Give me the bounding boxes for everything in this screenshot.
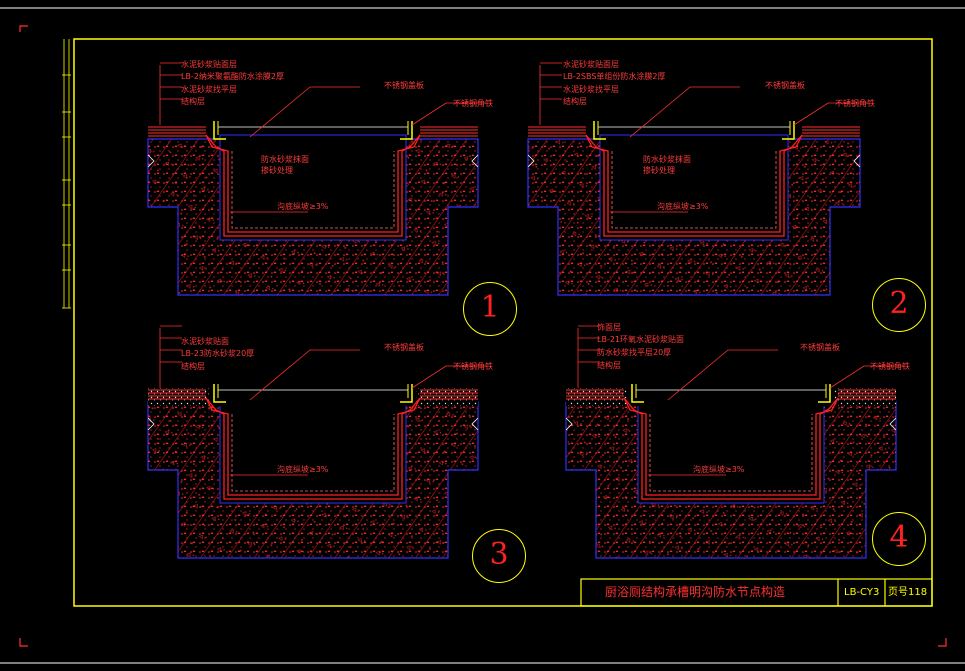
title-block-title: 厨浴厕结构承槽明沟防水节点构造 xyxy=(605,585,786,599)
detail-3-slope-label: 沟底纵坡≥3% xyxy=(277,465,329,474)
detail-2-layer-3: 水泥砂浆找平层 xyxy=(563,85,619,94)
detail-2-layer-4: 结构层 xyxy=(563,97,587,106)
detail-1-mortar-label-2: 掺砂处理 xyxy=(261,166,293,175)
title-block-page: 页号118 xyxy=(888,587,928,598)
detail-2-cover-label: 不锈钢盖板 xyxy=(765,81,805,90)
detail-2-layer-1: 水泥砂浆贴面层 xyxy=(563,60,619,69)
detail-4-layer-1: 饰面层 xyxy=(597,323,621,332)
detail-1-slope-label: 沟底纵坡≥3% xyxy=(277,202,329,211)
detail-2-mortar-label-1: 防水砂浆抹面 xyxy=(643,155,691,164)
title-block-frame xyxy=(580,578,933,607)
detail-2-layer-2: LB-2SBS单组份防水涂膜2厚 xyxy=(563,72,666,81)
detail-4-number: 4 xyxy=(872,512,926,566)
detail-4-cover-label: 不锈钢盖板 xyxy=(800,343,840,352)
detail-1-layer-3: 水泥砂浆找平层 xyxy=(181,85,237,94)
detail-2-number: 2 xyxy=(872,278,926,332)
detail-2-mortar-label-2: 掺砂处理 xyxy=(643,166,675,175)
detail-1-angle-label: 不锈钢角铁 xyxy=(453,99,493,108)
detail-3-number: 3 xyxy=(472,529,526,583)
detail-4-slope-label: 沟底纵坡≥3% xyxy=(693,465,745,474)
detail-1-layer-4: 结构层 xyxy=(181,97,205,106)
detail-1-mortar-label-1: 防水砂浆抹面 xyxy=(261,155,309,164)
detail-3-layer-1: 水泥砂浆贴面 xyxy=(181,337,229,346)
detail-1-cover-label: 不锈钢盖板 xyxy=(384,81,424,90)
detail-3-layer-2: LB-23防水砂浆20厚 xyxy=(181,349,255,358)
detail-4-section xyxy=(565,325,904,559)
detail-3-cover-label: 不锈钢盖板 xyxy=(384,343,424,352)
detail-4-angle-label: 不锈钢角铁 xyxy=(870,362,910,371)
title-block-code: LB-CY3 xyxy=(844,587,880,598)
detail-4-layer-4: 结构层 xyxy=(597,361,621,370)
detail-2-section xyxy=(527,62,868,296)
detail-3-section xyxy=(147,325,486,559)
detail-1-section xyxy=(147,62,486,296)
detail-3-layer-3: 结构层 xyxy=(181,362,205,371)
detail-4-layer-3: 防水砂浆找平层20厚 xyxy=(597,348,672,357)
detail-4-layer-2: LB-21环氧水泥砂浆贴面 xyxy=(597,335,685,344)
detail-3-angle-label: 不锈钢角铁 xyxy=(453,362,493,371)
detail-2-slope-label: 沟底纵坡≥3% xyxy=(657,202,709,211)
detail-1-layer-2: LB-2纳米聚氨酯防水涂膜2厚 xyxy=(181,72,285,81)
detail-2-angle-label: 不锈钢角铁 xyxy=(835,99,875,108)
detail-1-layer-1: 水泥砂浆贴面层 xyxy=(181,60,237,69)
detail-1-number: 1 xyxy=(463,282,517,336)
